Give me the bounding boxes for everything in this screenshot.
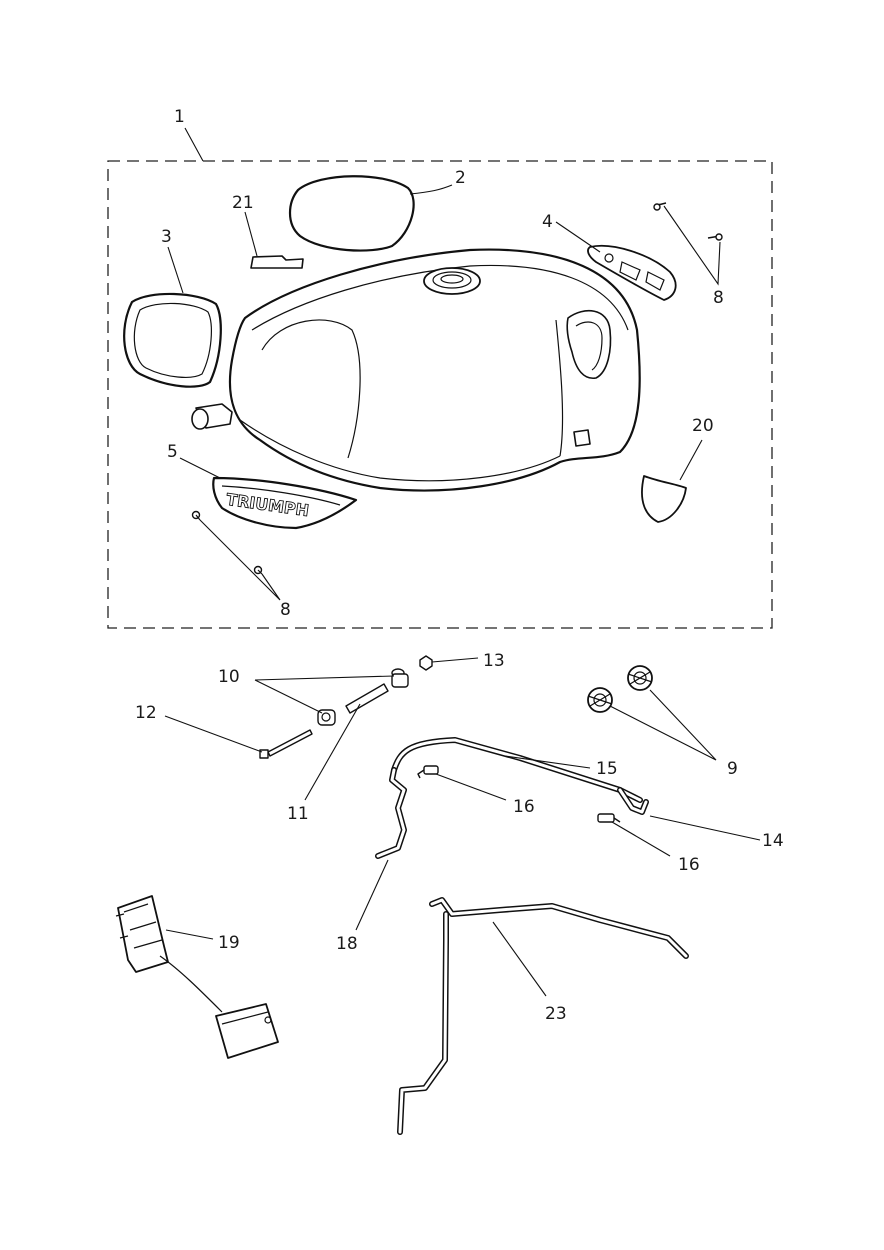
- hose-14[interactable]: [617, 787, 649, 815]
- label-knee-pad-left: 3: [161, 227, 172, 247]
- label-hose-14: 14: [762, 831, 784, 851]
- label-decal: 21: [232, 193, 254, 213]
- pad-20[interactable]: [641, 475, 687, 523]
- label-knee-pad-right: 2: [455, 168, 466, 188]
- kit-boundary: [107, 160, 773, 629]
- bush-lower[interactable]: [317, 709, 336, 726]
- label-kit: 1: [174, 107, 185, 127]
- bolt[interactable]: [259, 729, 313, 759]
- label-bracket: 4: [542, 212, 553, 232]
- spacer[interactable]: [345, 683, 389, 714]
- screw-bottom-1[interactable]: [191, 510, 201, 521]
- leader-lines: [164, 127, 761, 997]
- label-grommet: 9: [727, 759, 738, 779]
- knee-pad-left[interactable]: [123, 292, 222, 388]
- bracket[interactable]: [587, 245, 677, 301]
- connector-bottom[interactable]: [597, 813, 621, 823]
- label-screw-bottom: 8: [280, 600, 291, 620]
- badge[interactable]: TRIUMPH: [212, 476, 358, 530]
- fuel-pump[interactable]: [115, 895, 279, 1059]
- label-pad-20: 20: [692, 416, 714, 436]
- label-badge: 5: [167, 442, 178, 462]
- decal[interactable]: [250, 255, 304, 269]
- label-spacer: 11: [287, 804, 309, 824]
- screw-top-1[interactable]: [653, 202, 667, 211]
- label-screw-top: 8: [713, 288, 724, 308]
- label-nut: 13: [483, 651, 505, 671]
- screw-bottom-2[interactable]: [253, 565, 263, 575]
- grommet-2[interactable]: [627, 665, 653, 691]
- screw-top-2[interactable]: [707, 233, 723, 241]
- label-bush: 10: [218, 667, 240, 687]
- label-hose-18: 18: [336, 934, 358, 954]
- label-hose-15: 15: [596, 759, 618, 779]
- hose-23[interactable]: [397, 897, 689, 1135]
- connector-top[interactable]: [417, 765, 439, 779]
- label-bolt: 12: [135, 703, 157, 723]
- label-hose-23: 23: [545, 1004, 567, 1024]
- fuel-tank[interactable]: [191, 248, 641, 492]
- label-connector-top: 16: [513, 797, 535, 817]
- bush-upper[interactable]: [391, 668, 409, 688]
- label-fuel-pump: 19: [218, 933, 240, 953]
- nut[interactable]: [419, 655, 433, 671]
- grommet-1[interactable]: [587, 687, 613, 713]
- hose-15[interactable]: [391, 737, 643, 803]
- knee-pad-right[interactable]: [288, 175, 415, 252]
- label-connector-bottom: 16: [678, 855, 700, 875]
- hose-18[interactable]: [375, 767, 407, 859]
